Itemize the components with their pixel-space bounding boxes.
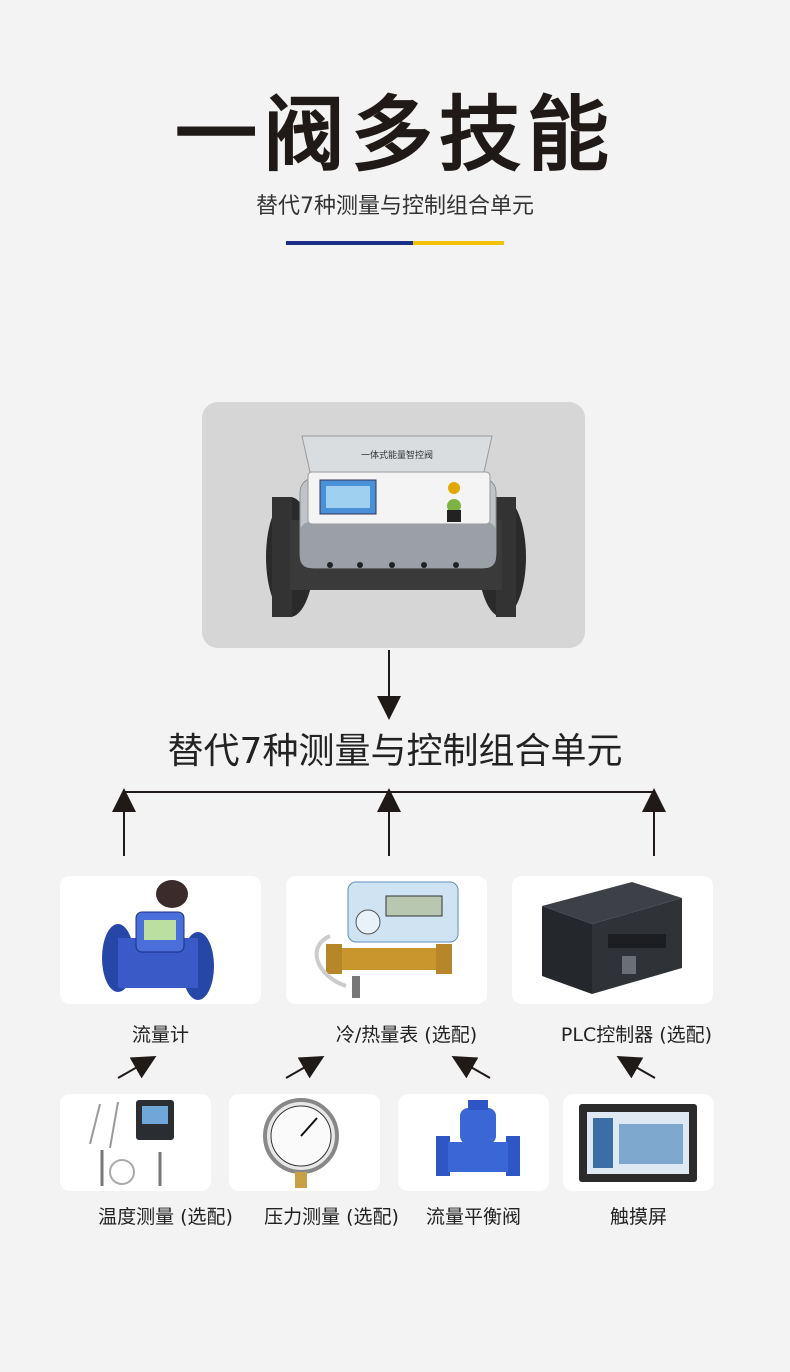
temperature-sensor-image xyxy=(89,1100,174,1186)
diag-arrow-touch xyxy=(616,1056,656,1079)
label-balance-valve: 流量平衡阀 xyxy=(425,1206,521,1228)
tile-temperature xyxy=(60,1094,211,1191)
touchscreen-image xyxy=(579,1104,697,1182)
balance-valve-image xyxy=(436,1100,520,1176)
tile-plc xyxy=(512,876,713,1004)
diag-arrow-temp xyxy=(117,1056,157,1079)
label-heat-meter: 冷/热量表 (选配) xyxy=(335,1024,478,1046)
label-pressure: 压力测量 (选配) xyxy=(264,1206,399,1228)
section-caption: 替代7种测量与控制组合单元 xyxy=(167,731,623,772)
diag-arrow-balance xyxy=(451,1056,491,1079)
tile-balance-valve xyxy=(398,1094,549,1191)
pressure-gauge-image xyxy=(263,1098,339,1188)
tile-pressure xyxy=(229,1094,380,1191)
accent-bar-blue xyxy=(286,241,413,245)
label-plc: PLC控制器 (选配) xyxy=(560,1024,713,1046)
tile-touchscreen xyxy=(563,1094,714,1191)
diag-arrow-pressure xyxy=(285,1056,325,1079)
page-title: 一阀多技能 xyxy=(174,88,615,183)
tile-flowmeter xyxy=(60,876,261,1004)
heat-meter-image xyxy=(314,881,459,998)
accent-bar-yellow xyxy=(413,241,504,245)
page-subtitle: 替代7种测量与控制组合单元 xyxy=(256,194,534,219)
tile-heat-meter xyxy=(286,876,487,1004)
lid-label: 一体式能量智控阀 xyxy=(361,449,433,461)
label-touchscreen: 触摸屏 xyxy=(609,1206,667,1228)
hero-product-image: 一体式能量智控阀 xyxy=(202,402,585,648)
label-flowmeter: 流量计 xyxy=(131,1024,189,1046)
flowmeter-image xyxy=(102,880,214,1000)
plc-image xyxy=(542,882,682,994)
valve-illustration: 一体式能量智控阀 xyxy=(266,435,526,617)
label-temperature: 温度测量 (选配) xyxy=(98,1206,233,1228)
